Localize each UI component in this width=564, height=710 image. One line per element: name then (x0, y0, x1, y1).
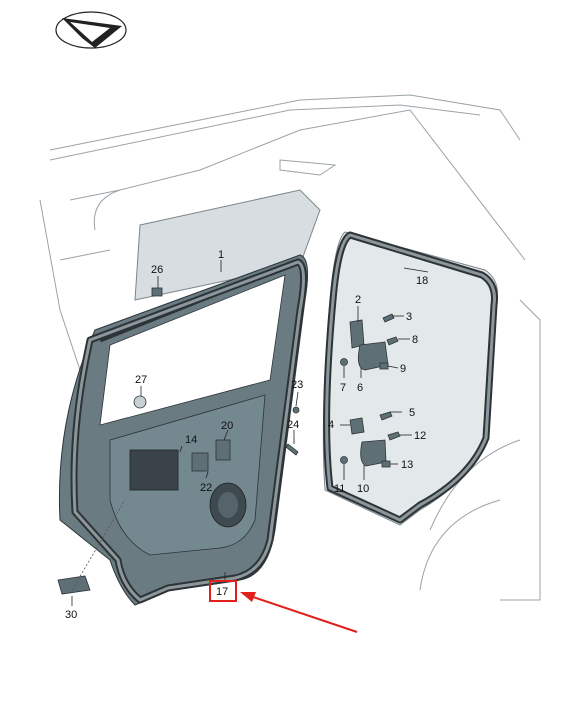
callout-13: 13 (401, 459, 413, 471)
callout-8: 8 (412, 334, 418, 346)
door-opening (322, 231, 498, 526)
door-seal-17 (70, 258, 307, 604)
highlight-arrow (249, 595, 358, 633)
part-30 (57, 575, 91, 595)
callout-17: 17 (216, 586, 228, 598)
callout-10: 10 (357, 483, 369, 495)
callout-2: 2 (355, 294, 361, 306)
part-22 (191, 452, 209, 472)
callout-7: 7 (340, 382, 346, 394)
part-14 (129, 449, 179, 491)
highlight-box (209, 580, 237, 602)
callout-30: 30 (65, 609, 77, 621)
body-seal-18 (323, 231, 498, 524)
callout-22: 22 (200, 482, 212, 494)
callout-11: 11 (334, 483, 345, 495)
callout-24: 24 (287, 419, 299, 431)
callout-23: 23 (291, 379, 303, 391)
callout-labels: 1 2 3 4 5 6 7 8 9 10 11 12 13 14 17 18 2… (65, 249, 428, 621)
callout-4: 4 (328, 419, 334, 431)
callout-27: 27 (135, 374, 147, 386)
callout-5: 5 (409, 407, 415, 419)
callout-6: 6 (357, 382, 363, 394)
callout-26: 26 (151, 264, 163, 276)
leader-lines (71, 260, 429, 606)
part-27 (133, 395, 147, 409)
callout-3: 3 (406, 311, 412, 323)
part-26 (151, 287, 163, 297)
door-components (57, 287, 231, 595)
callout-12: 12 (414, 430, 426, 442)
callout-14: 14 (185, 434, 197, 446)
callout-9: 9 (400, 363, 406, 375)
brand-emblem-icon (55, 11, 127, 49)
hinge-assembly (285, 313, 401, 468)
callout-20: 20 (221, 420, 233, 432)
callout-1: 1 (218, 249, 224, 261)
arrow-head-icon (240, 592, 256, 602)
part-20 (215, 439, 231, 461)
callout-18: 18 (416, 275, 428, 287)
highlight-annotation (209, 580, 358, 633)
